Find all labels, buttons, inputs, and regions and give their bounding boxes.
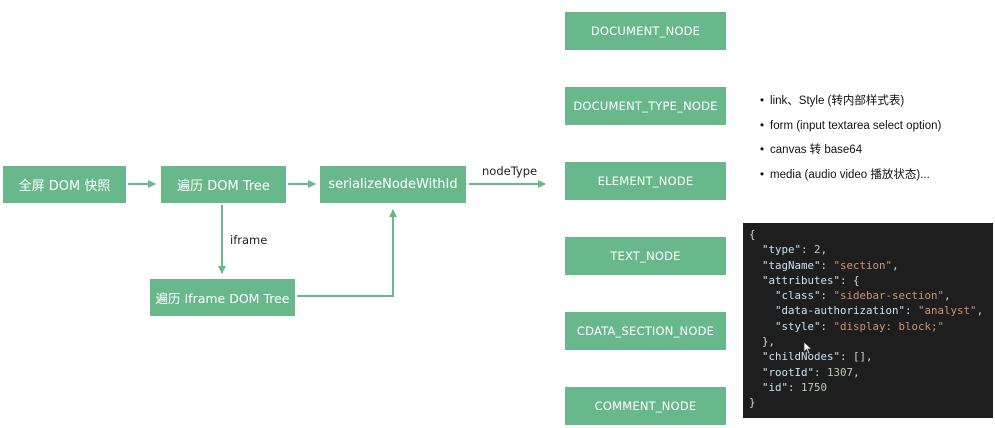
code-token xyxy=(749,366,762,379)
code-token xyxy=(749,243,762,256)
code-line: "data-authorization": "analyst", xyxy=(749,303,993,318)
node-type-text: TEXT_NODE xyxy=(565,237,726,275)
code-token xyxy=(749,350,762,363)
bullet-icon: • xyxy=(760,119,765,132)
note-item: • form (input textarea select option) xyxy=(760,118,941,143)
code-token: 2 xyxy=(814,243,821,257)
code-line: "rootId": 1307, xyxy=(749,365,993,380)
code-token: , xyxy=(820,243,828,257)
node-type-comment: COMMENT_NODE xyxy=(565,387,726,425)
full-snapshot-label: 全屏 DOM 快照 xyxy=(18,179,111,194)
serialize-box: serializeNodeWithId xyxy=(320,166,466,203)
code-token xyxy=(749,320,775,333)
serialize-label: serializeNodeWithId xyxy=(328,177,458,192)
code-token: : xyxy=(814,365,828,379)
code-line: "attributes": { xyxy=(749,273,993,288)
code-line: "style": "display: block;" xyxy=(749,319,993,334)
node-type-label: COMMENT_NODE xyxy=(594,399,697,413)
code-token: "analyst" xyxy=(918,304,977,318)
note-text: canvas 转 base64 xyxy=(770,144,863,156)
code-token: : xyxy=(801,243,815,257)
node-type-label: ELEMENT_NODE xyxy=(597,174,694,188)
element-node-notes: • link、Style (转内部样式表) • form (input textar… xyxy=(760,93,941,191)
code-line: "class": "sidebar-section", xyxy=(749,288,993,303)
code-line: "tagName": "section", xyxy=(749,258,993,273)
code-token: { xyxy=(749,228,756,241)
traverse-iframe-box: 遍历 Iframe DOM Tree xyxy=(150,279,295,316)
code-token: "display: block;" xyxy=(833,319,945,333)
bullet-icon: • xyxy=(760,168,765,181)
mouse-cursor-icon xyxy=(803,341,813,355)
iframe-label: iframe xyxy=(230,233,268,247)
code-token: "childNodes" xyxy=(762,350,841,364)
code-token xyxy=(749,259,762,272)
node-type-label: DOCUMENT_NODE xyxy=(590,24,701,38)
node-type-label: DOCUMENT_TYPE_NODE xyxy=(573,99,718,113)
code-token: "class" xyxy=(775,289,821,303)
bullet-icon: • xyxy=(760,144,765,156)
traverse-iframe-label: 遍历 Iframe DOM Tree xyxy=(155,291,290,306)
code-token: 1307 xyxy=(827,365,854,379)
node-type-label: CDATA_SECTION_NODE xyxy=(576,324,715,338)
code-token: "id" xyxy=(762,380,789,394)
code-token: , xyxy=(892,258,899,272)
code-token: } xyxy=(749,396,756,410)
code-line: { xyxy=(749,227,993,242)
code-token xyxy=(749,289,775,302)
code-token: : xyxy=(820,289,834,303)
note-item: • media (audio video 播放状态)... xyxy=(760,167,941,192)
code-token xyxy=(749,274,762,287)
nodetype-label: nodeType xyxy=(482,164,538,178)
code-token xyxy=(749,381,762,394)
code-token: : xyxy=(788,380,802,394)
node-type-label: TEXT_NODE xyxy=(610,249,681,263)
traverse-dom-label: 遍历 DOM Tree xyxy=(177,179,270,194)
code-line: }, xyxy=(749,334,993,349)
code-token xyxy=(749,304,775,317)
node-type-document: DOCUMENT_NODE xyxy=(565,12,726,50)
code-token: "sidebar-section" xyxy=(833,289,945,303)
node-type-document-type: DOCUMENT_TYPE_NODE xyxy=(565,87,726,125)
code-token: : xyxy=(820,319,834,333)
code-line: "id": 1750 xyxy=(749,380,993,395)
note-item: • canvas 转 base64 xyxy=(760,142,941,167)
note-item: • link、Style (转内部样式表) xyxy=(760,93,941,118)
code-token: "rootId" xyxy=(762,365,815,379)
code-token: 1750 xyxy=(801,380,828,394)
code-token: }, xyxy=(749,335,776,349)
code-token: "tagName" xyxy=(762,258,821,272)
code-token: , xyxy=(853,365,860,379)
code-line: "type": 2, xyxy=(749,242,993,257)
full-snapshot-box: 全屏 DOM 快照 xyxy=(3,166,126,203)
json-code-block: { "type": 2, "tagName": "section", "attr… xyxy=(743,223,993,418)
node-type-cdata-section: CDATA_SECTION_NODE xyxy=(565,312,726,350)
bullet-icon: • xyxy=(760,95,765,107)
code-token: : { xyxy=(840,273,860,287)
node-type-element: ELEMENT_NODE xyxy=(565,162,726,200)
note-text: media (audio video 播放状态)... xyxy=(770,168,930,181)
code-token: , xyxy=(976,304,984,318)
code-token: : xyxy=(905,304,919,318)
arrow-iframe-to-serialize xyxy=(297,209,397,297)
code-token: "type" xyxy=(762,243,802,257)
code-token: "style" xyxy=(775,319,821,333)
traverse-dom-box: 遍历 DOM Tree xyxy=(161,166,286,203)
code-token: "data-authorization" xyxy=(775,304,906,318)
note-text: link、Style (转内部样式表) xyxy=(770,95,905,107)
code-token: : [], xyxy=(840,350,873,364)
code-token: "attributes" xyxy=(762,273,841,287)
code-line: } xyxy=(749,395,993,410)
code-token: "section" xyxy=(833,258,893,272)
note-text: form (input textarea select option) xyxy=(770,119,942,132)
code-token: , xyxy=(944,289,951,303)
code-line: "childNodes": [], xyxy=(749,349,993,364)
code-token: : xyxy=(820,258,834,272)
